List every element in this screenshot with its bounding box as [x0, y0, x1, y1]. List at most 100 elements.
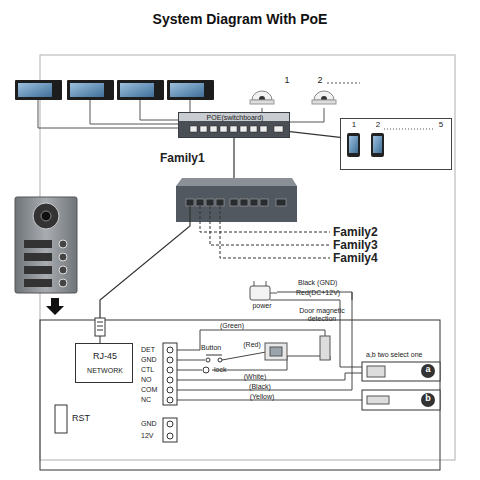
port — [276, 199, 286, 206]
label: a — [425, 365, 430, 375]
name-plate — [24, 279, 52, 287]
port — [230, 126, 237, 132]
switch-box: POE(switchboard) — [178, 112, 290, 138]
node-text: 5 — [439, 121, 443, 130]
button-symbol — [206, 355, 222, 362]
title: System Diagram With PoE — [153, 12, 328, 27]
node-text: POE(switchboard) — [207, 114, 264, 122]
terminal — [167, 347, 173, 353]
wire — [100, 336, 101, 343]
power-adapter — [250, 281, 277, 300]
indoor-monitor — [15, 80, 214, 100]
panel-body — [15, 197, 77, 293]
port — [260, 126, 267, 132]
terminal — [167, 387, 173, 393]
monitor-body — [15, 80, 62, 100]
label: (Black) — [249, 383, 271, 391]
control-board — [40, 320, 440, 470]
exit-button — [265, 343, 287, 360]
name-plate — [24, 266, 52, 274]
frame — [40, 55, 455, 460]
monitor-screen — [70, 83, 104, 97]
port — [274, 126, 283, 132]
monitor-screen — [120, 83, 154, 97]
prong — [254, 281, 255, 286]
phone-body — [371, 133, 384, 157]
plug-line — [97, 330, 103, 331]
label: (White) — [244, 373, 267, 381]
network-switch — [176, 178, 297, 222]
monitor-body — [167, 80, 214, 100]
port — [260, 199, 268, 206]
label: 1 — [284, 76, 289, 86]
label: Button — [201, 344, 221, 352]
phone-screen — [349, 136, 358, 153]
port — [216, 199, 224, 206]
wire — [233, 138, 234, 183]
monitor-screen — [18, 83, 52, 97]
down-arrow — [46, 298, 64, 315]
lock-a — [362, 362, 440, 381]
lock-body — [367, 396, 389, 404]
call-button — [59, 266, 67, 274]
adapter-body — [250, 286, 270, 300]
lock-body — [367, 366, 385, 377]
wire — [38, 100, 178, 128]
terminal — [167, 397, 173, 403]
label: b — [425, 394, 431, 404]
label: a,b two select one — [366, 351, 422, 359]
name-plate — [24, 240, 52, 248]
dashed-wire — [210, 206, 330, 245]
port — [230, 199, 238, 206]
button-face — [270, 347, 282, 356]
port — [240, 126, 247, 132]
wire — [177, 370, 202, 371]
option-box — [362, 390, 440, 410]
terminal — [167, 433, 173, 439]
connector — [290, 132, 340, 138]
wire — [177, 373, 362, 380]
contact — [203, 367, 209, 373]
ports — [190, 126, 283, 132]
label: Red(DC+12V) — [296, 289, 340, 297]
contact — [206, 358, 210, 362]
switch-top — [176, 178, 297, 186]
terminal — [167, 377, 173, 383]
node-text: 1 — [352, 121, 356, 130]
plug-line — [97, 326, 103, 327]
family-lines — [200, 206, 330, 258]
outdoor-panel — [15, 197, 77, 293]
label: (Yellow) — [250, 393, 275, 401]
option-circle — [421, 364, 435, 378]
camera-base — [312, 100, 336, 104]
camera-ring — [33, 203, 59, 229]
label: DET — [141, 346, 155, 354]
dashed-wire — [220, 206, 330, 258]
port — [190, 126, 197, 132]
wire — [90, 100, 178, 124]
lock-b — [362, 390, 440, 410]
label: (Green) — [220, 322, 244, 330]
label: power — [252, 302, 271, 310]
name-plate — [24, 253, 52, 261]
lock-symbol — [203, 367, 209, 373]
network-port-box: RJ-45NETWORK — [75, 343, 133, 383]
ports — [186, 199, 286, 206]
plug — [95, 318, 105, 336]
terminal — [167, 367, 173, 373]
label: Family1 — [160, 152, 205, 165]
button-box — [265, 343, 287, 360]
label: 12V — [141, 432, 153, 440]
dots — [384, 129, 434, 130]
label: Black (GND) — [298, 279, 337, 287]
terminal — [167, 357, 173, 363]
camera-lens — [41, 211, 51, 221]
node-text: 2 — [376, 121, 380, 130]
label: 2 — [317, 76, 322, 86]
label: lock — [214, 366, 226, 374]
port — [186, 199, 194, 206]
port — [250, 126, 257, 132]
prong — [266, 281, 267, 286]
port — [206, 199, 214, 206]
